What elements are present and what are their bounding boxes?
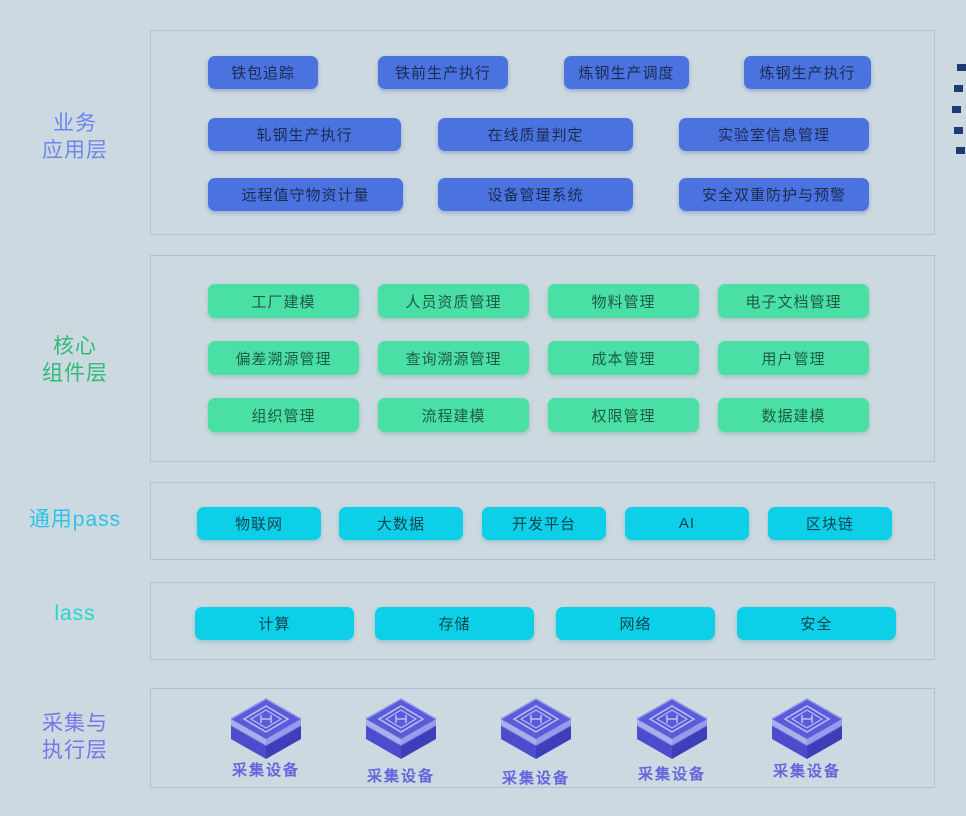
core-layer-button[interactable]: 偏差溯源管理	[208, 341, 359, 375]
layer-label-line: 执行层	[42, 739, 108, 762]
layer-label-iaas: lass	[0, 600, 150, 627]
paas-layer-button[interactable]: 区块链	[768, 507, 892, 540]
iaas-layer-button[interactable]: 安全	[737, 607, 896, 640]
core-layer-button[interactable]: 电子文档管理	[718, 284, 869, 318]
layer-label-line: 通用pass	[28, 508, 122, 531]
core-layer-button[interactable]: 用户管理	[718, 341, 869, 375]
collection-layer-panel: 采集设备 采集设备 采集设备 采集设备 采集设备	[150, 688, 935, 788]
paas-layer-button[interactable]: 物联网	[197, 507, 321, 540]
edge-marker-icon	[956, 147, 965, 154]
collection-device	[634, 697, 710, 761]
layer-label-line: 核心	[53, 335, 97, 358]
device-cube-icon	[500, 698, 572, 759]
device-cube-icon	[636, 698, 708, 759]
iaas-layer-panel: 计算 存储 网络 安全	[150, 582, 935, 660]
layer-label-core: 核心 组件层	[0, 333, 150, 387]
device-cube-icon	[771, 698, 843, 759]
core-layer-button[interactable]: 组织管理	[208, 398, 359, 432]
device-label: 采集设备	[231, 762, 300, 779]
collection-device	[769, 697, 845, 761]
layer-label-collection: 采集与 执行层	[0, 710, 150, 764]
layer-label-paas: 通用pass	[0, 506, 150, 533]
layer-label-line: 组件层	[42, 362, 108, 385]
paas-layer-button[interactable]: 大数据	[339, 507, 463, 540]
business-layer-button[interactable]: 炼钢生产调度	[564, 56, 689, 89]
device-label: 采集设备	[637, 766, 706, 783]
business-layer-button[interactable]: 远程值守物资计量	[208, 178, 403, 211]
layer-label-line: 应用层	[42, 139, 108, 162]
business-layer-panel: 铁包追踪 铁前生产执行 炼钢生产调度 炼钢生产执行 轧钢生产执行 在线质量判定 …	[150, 30, 935, 235]
core-layer-button[interactable]: 权限管理	[548, 398, 699, 432]
device-cube-icon	[230, 698, 302, 759]
collection-device	[228, 697, 304, 761]
layer-label-business: 业务 应用层	[0, 110, 150, 164]
device-label: 采集设备	[772, 763, 841, 780]
business-layer-button[interactable]: 轧钢生产执行	[208, 118, 401, 151]
business-layer-button[interactable]: 在线质量判定	[438, 118, 633, 151]
device-cube-icon	[365, 698, 437, 759]
business-layer-button[interactable]: 铁前生产执行	[378, 56, 508, 89]
collection-device	[363, 697, 439, 761]
layer-label-line: 采集与	[42, 712, 108, 735]
edge-marker-icon	[957, 64, 966, 71]
paas-layer-panel: 物联网 大数据 开发平台 AI 区块链	[150, 482, 935, 560]
paas-layer-button[interactable]: 开发平台	[482, 507, 606, 540]
business-layer-button[interactable]: 铁包追踪	[208, 56, 318, 89]
core-layer-button[interactable]: 人员资质管理	[378, 284, 529, 318]
layer-label-line: lass	[54, 602, 96, 625]
edge-marker-icon	[952, 106, 961, 113]
core-layer-button[interactable]: 成本管理	[548, 341, 699, 375]
business-layer-button[interactable]: 实验室信息管理	[679, 118, 869, 151]
core-layer-button[interactable]: 数据建模	[718, 398, 869, 432]
device-label: 采集设备	[366, 768, 435, 785]
core-layer-button[interactable]: 流程建模	[378, 398, 529, 432]
edge-marker-icon	[954, 85, 963, 92]
edge-marker-icon	[954, 127, 963, 134]
business-layer-button[interactable]: 安全双重防护与预警	[679, 178, 869, 211]
paas-layer-button[interactable]: AI	[625, 507, 749, 540]
business-layer-button[interactable]: 设备管理系统	[438, 178, 633, 211]
core-layer-panel: 工厂建模 人员资质管理 物料管理 电子文档管理 偏差溯源管理 查询溯源管理 成本…	[150, 255, 935, 462]
iaas-layer-button[interactable]: 存储	[375, 607, 534, 640]
iaas-layer-button[interactable]: 网络	[556, 607, 715, 640]
business-layer-button[interactable]: 炼钢生产执行	[744, 56, 871, 89]
core-layer-button[interactable]: 查询溯源管理	[378, 341, 529, 375]
core-layer-button[interactable]: 物料管理	[548, 284, 699, 318]
iaas-layer-button[interactable]: 计算	[195, 607, 354, 640]
core-layer-button[interactable]: 工厂建模	[208, 284, 359, 318]
layer-label-line: 业务	[53, 112, 97, 135]
device-label: 采集设备	[501, 770, 570, 787]
collection-device	[498, 697, 574, 761]
